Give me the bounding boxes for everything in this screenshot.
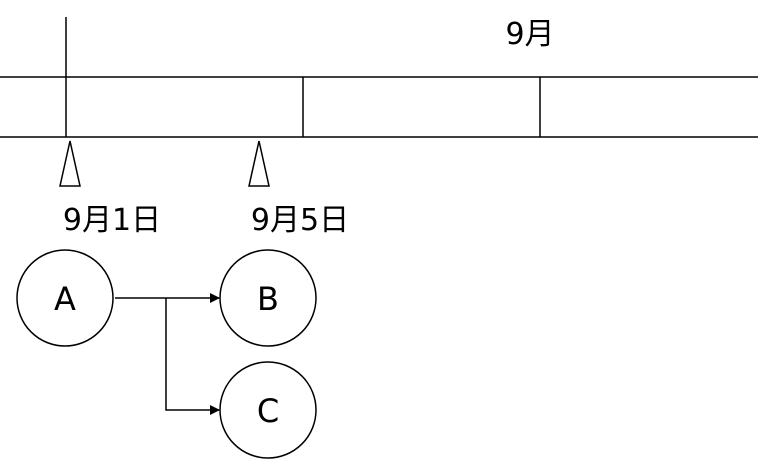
timeline: 9月 (0, 17, 758, 138)
marker-label: 9月1日 (63, 203, 161, 238)
marker-triangle-icon (248, 140, 270, 187)
marker-label: 9月5日 (251, 203, 349, 238)
month-label: 9月 (505, 17, 554, 52)
marker-triangle-icon (59, 140, 81, 187)
edges (115, 293, 220, 415)
node-label: C (257, 392, 279, 430)
node-label: A (54, 280, 76, 318)
date-marker: 9月1日 (59, 140, 161, 238)
node-b: B (219, 249, 317, 347)
date-marker: 9月5日 (248, 140, 349, 238)
node-circle (219, 249, 317, 347)
node-circle (219, 361, 317, 459)
node-label: B (257, 280, 279, 318)
node-a: A (16, 249, 114, 347)
node-circle (16, 249, 114, 347)
node-c: C (219, 361, 317, 459)
edge-a-c (165, 298, 220, 415)
